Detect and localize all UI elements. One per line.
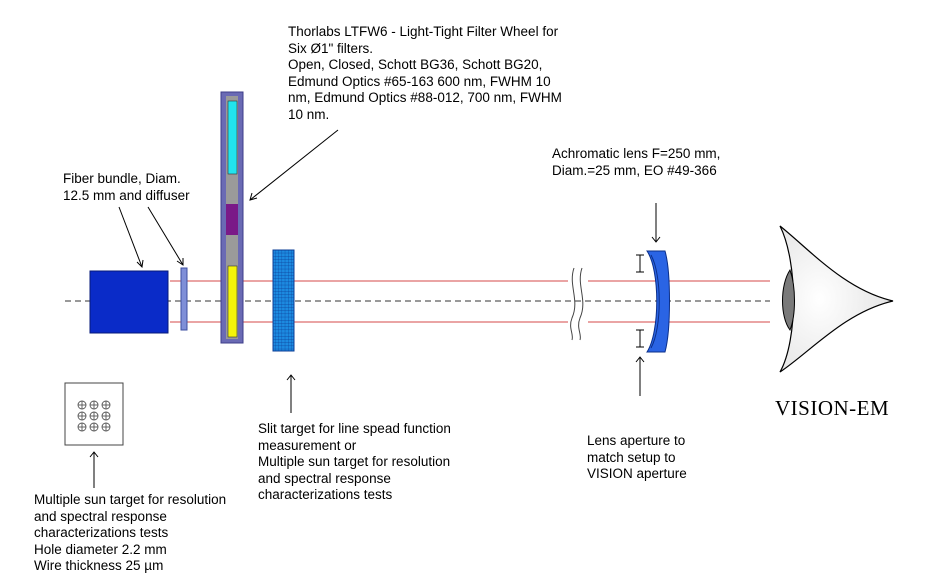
- filter-wheel-label-line: Six Ø1" filters.: [288, 40, 374, 56]
- sun-target-label-line: characterizations tests: [34, 525, 169, 540]
- slit-target-label: Slit target for line spead function meas…: [258, 421, 451, 504]
- aperture-label-line: match setup to: [587, 449, 676, 465]
- lens-label-line: Diam.=25 mm, EO #49-366: [552, 162, 717, 178]
- filter-purple: [226, 204, 238, 235]
- sun-target-label-line: Wire thickness 25 µm: [34, 558, 164, 573]
- aperture-label: Lens aperture to match setup to VISION a…: [587, 433, 687, 483]
- beam-break-mark: [570, 267, 584, 341]
- pointer-arrows: [89, 129, 661, 488]
- fiber-bundle-label-line: Fiber bundle, Diam.: [63, 171, 181, 186]
- achromatic-lens: [646, 250, 670, 353]
- slit-target-grid: [272, 249, 295, 352]
- slit-target-label-line: Slit target for line spead function: [258, 421, 451, 436]
- filter-cyan: [227, 100, 238, 175]
- light-source-box: [89, 270, 169, 334]
- sun-target-label-line: Multiple sun target for resolution: [34, 492, 227, 507]
- sun-target-label: Multiple sun target for resolution and s…: [34, 492, 226, 575]
- lens-aperture-markers: [636, 254, 644, 348]
- sun-target-label-line: Hole diameter 2.2 mm: [34, 541, 167, 557]
- fiber-bundle-label-line: 12.5 mm and diffuser: [63, 187, 190, 203]
- filter-yellow: [227, 265, 238, 338]
- sun-target-card: [64, 382, 124, 446]
- filter-wheel-label: Thorlabs LTFW6 - Light-Tight Filter Whee…: [288, 24, 562, 123]
- filter-wheel-label-line: Thorlabs LTFW6 - Light-Tight Filter Whee…: [288, 24, 559, 39]
- fiber-bundle-label: Fiber bundle, Diam. 12.5 mm and diffuser: [63, 171, 190, 204]
- filter-wheel-label-line: 10 nm.: [288, 106, 330, 122]
- arrow-to-light-source: [118, 206, 143, 268]
- slit-target-label-line: and spectral response: [258, 470, 391, 486]
- filter-wheel-label-line: Edmund Optics #65-163 600 nm, FWHM 10: [288, 73, 551, 89]
- lens-label: Achromatic lens F=250 mm, Diam.=25 mm, E…: [552, 146, 720, 179]
- arrow-to-filter-wheel: [249, 129, 339, 201]
- aperture-label-line: VISION aperture: [587, 466, 687, 481]
- slit-target-label-line: measurement or: [258, 437, 357, 453]
- diffuser-plate: [180, 267, 188, 331]
- filter-wheel: [220, 91, 244, 344]
- lens-label-line: Achromatic lens F=250 mm,: [552, 146, 721, 161]
- arrow-to-diffuser: [147, 206, 184, 266]
- slit-target-label-line: characterizations tests: [258, 487, 393, 502]
- eye-icon: [779, 225, 894, 373]
- sun-target-holes: [77, 400, 111, 432]
- vision-em-label: VISION-EM: [775, 396, 890, 420]
- slit-target-label-line: Multiple sun target for resolution: [258, 454, 451, 469]
- sun-target-label-line: and spectral response: [34, 508, 167, 524]
- aperture-label-line: Lens aperture to: [587, 433, 686, 448]
- filter-wheel-label-line: Open, Closed, Schott BG36, Schott BG20,: [288, 57, 543, 72]
- filter-wheel-label-line: nm, Edmund Optics #88-012, 700 nm, FWHM: [288, 90, 562, 105]
